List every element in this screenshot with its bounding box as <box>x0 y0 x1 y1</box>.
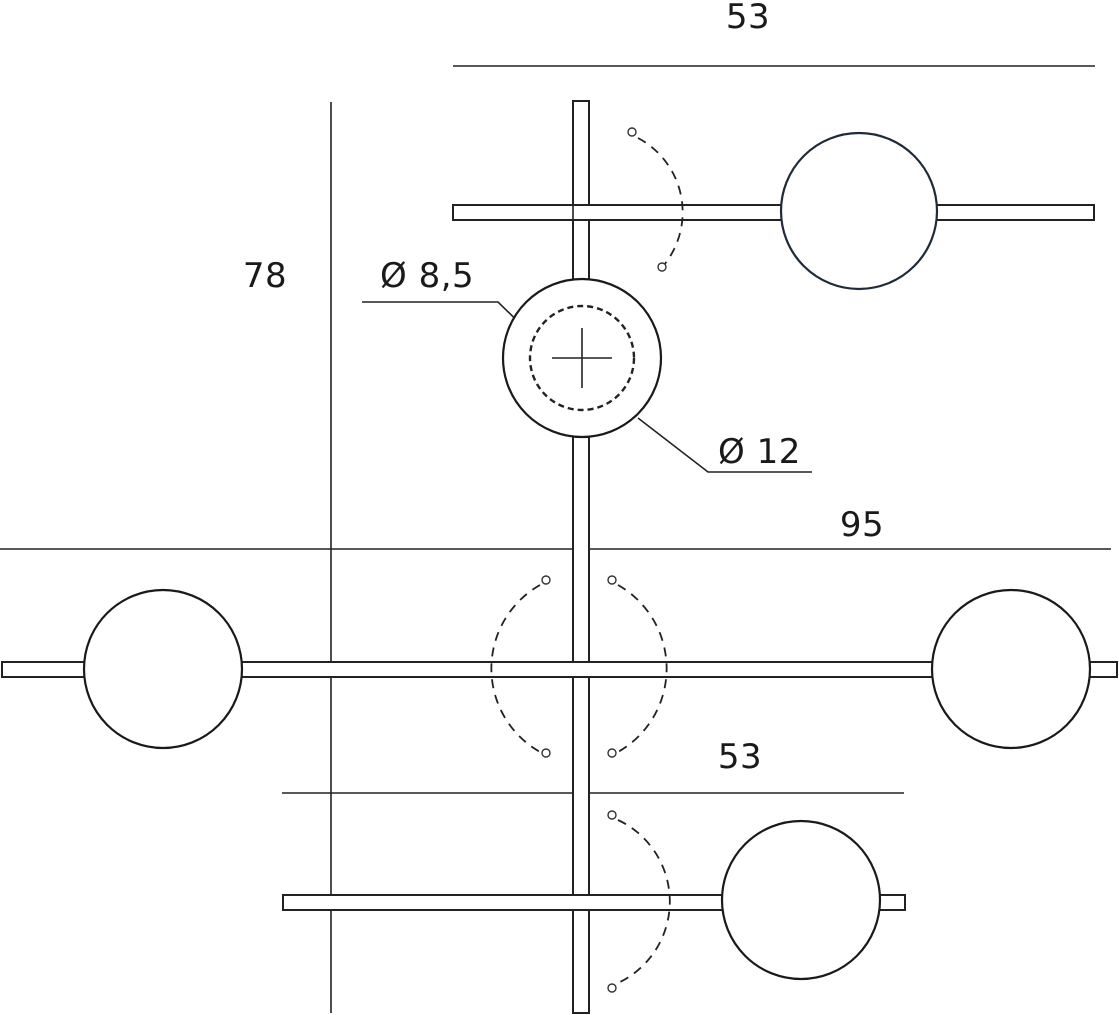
top-rotation-arc <box>637 137 684 266</box>
bottom-crossing <box>574 896 588 909</box>
top-arm <box>452 204 1095 221</box>
bottom-arc-pin-upper <box>607 810 617 820</box>
middle-right-arc <box>617 584 668 753</box>
bottom-rotation-arc <box>617 819 671 984</box>
middle-pin-3 <box>541 748 551 758</box>
vertical-bar <box>572 100 590 1014</box>
canopy-inner <box>528 304 636 412</box>
bottom-globe <box>720 819 882 981</box>
top-width-label: 53 <box>726 0 770 37</box>
middle-arm <box>1 661 1118 678</box>
middle-left-globe <box>82 588 244 750</box>
middle-crossing <box>574 663 588 676</box>
top-crossing <box>574 206 588 219</box>
middle-width-label: 95 <box>840 505 884 545</box>
outer-diameter-label: Ø 12 <box>718 432 801 472</box>
middle-pin-1 <box>541 575 551 585</box>
top-arc-pin-lower <box>657 262 667 272</box>
height-label: 78 <box>243 256 287 296</box>
top-arc-pin-upper <box>627 127 637 137</box>
middle-left-arc <box>490 584 541 753</box>
bottom-width-label: 53 <box>718 737 762 777</box>
middle-pin-4 <box>607 748 617 758</box>
middle-pin-2 <box>607 575 617 585</box>
bottom-arc-pin-lower <box>607 983 617 993</box>
middle-right-globe <box>930 588 1092 750</box>
top-globe <box>779 131 939 291</box>
outer-diameter-leader <box>637 417 812 473</box>
inner-diameter-label: Ø 8,5 <box>380 256 474 296</box>
